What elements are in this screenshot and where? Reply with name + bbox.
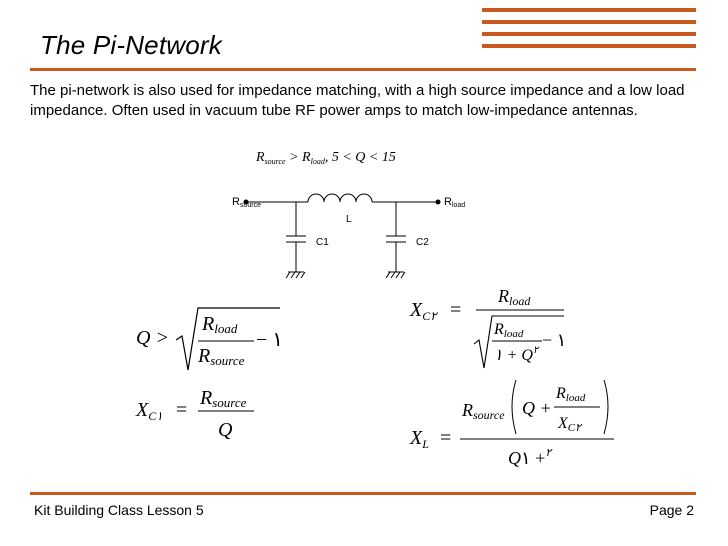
cond-gt: > R — [285, 150, 311, 165]
q-lhs: Q > — [136, 327, 169, 349]
q-den: Rsource — [197, 345, 245, 368]
xl-left-paren — [511, 379, 517, 435]
header-decoration-line-3 — [482, 32, 696, 36]
q-equation: Q > Rload Rsource − ١ — [136, 307, 283, 371]
c1-label: C1 — [316, 237, 329, 248]
cond-rest: , 5 < Q < 15 — [324, 150, 396, 165]
xc2-inner-den: ١ + Q٢ — [494, 345, 540, 364]
xc2-minus-one: − ١ — [542, 330, 566, 350]
xl-q-plus: Q + — [522, 398, 552, 418]
xc1-equals: = — [176, 399, 187, 421]
xc2-equation: XC٢ = Rload Rload ١ + Q٢ − ١ — [409, 286, 566, 369]
xc2-lhs: XC٢ — [409, 299, 438, 323]
xl-right-paren — [603, 379, 609, 435]
source-terminal-dot — [243, 199, 249, 205]
xl-frac-num: Rload — [555, 385, 586, 404]
cond-source-sub: source — [264, 157, 286, 166]
header-decoration-line-1 — [482, 8, 696, 12]
xc2-inner-num: Rload — [493, 321, 524, 340]
xc1-equation: XC١ = Rsource Q — [135, 387, 254, 441]
rload-label: Rload — [444, 196, 465, 209]
xc2-num: Rload — [497, 286, 531, 308]
xc1-num: Rsource — [199, 387, 247, 410]
header-decoration-line-2 — [482, 20, 696, 24]
inductor-label: L — [346, 214, 352, 225]
xl-frac-den: XC٢ — [557, 415, 583, 434]
footer-course-title: Kit Building Class Lesson 5 — [34, 502, 204, 518]
rsource-label: Rsource — [232, 196, 261, 209]
xl-lhs: XL — [409, 427, 429, 451]
xc1-lhs: XC١ — [135, 399, 163, 423]
q-num: Rload — [201, 313, 238, 336]
title-rule — [30, 68, 696, 71]
c2-label: C2 — [416, 237, 429, 248]
footer-rule — [30, 492, 696, 495]
q-minus-one: − ١ — [256, 329, 283, 351]
load-terminal-dot — [435, 199, 441, 205]
condition-line: Rsource > Rload, 5 < Q < 15 — [256, 150, 396, 166]
footer-page-number: Page 2 — [649, 502, 694, 518]
pi-network-schematic: Rsource Rload L C1 C2 — [232, 193, 465, 279]
xc2-equals: = — [450, 299, 461, 321]
intro-paragraph: The pi-network is also used for impedanc… — [30, 82, 685, 119]
cond-load-sub: load — [310, 157, 325, 166]
header-decoration-line-4 — [482, 44, 696, 48]
xl-equals: = — [440, 427, 451, 449]
xl-r-source: Rsource — [461, 400, 505, 422]
xc1-den: Q — [218, 419, 233, 441]
cond-r: R — [256, 150, 265, 165]
slide-title: The Pi-Network — [40, 30, 222, 60]
